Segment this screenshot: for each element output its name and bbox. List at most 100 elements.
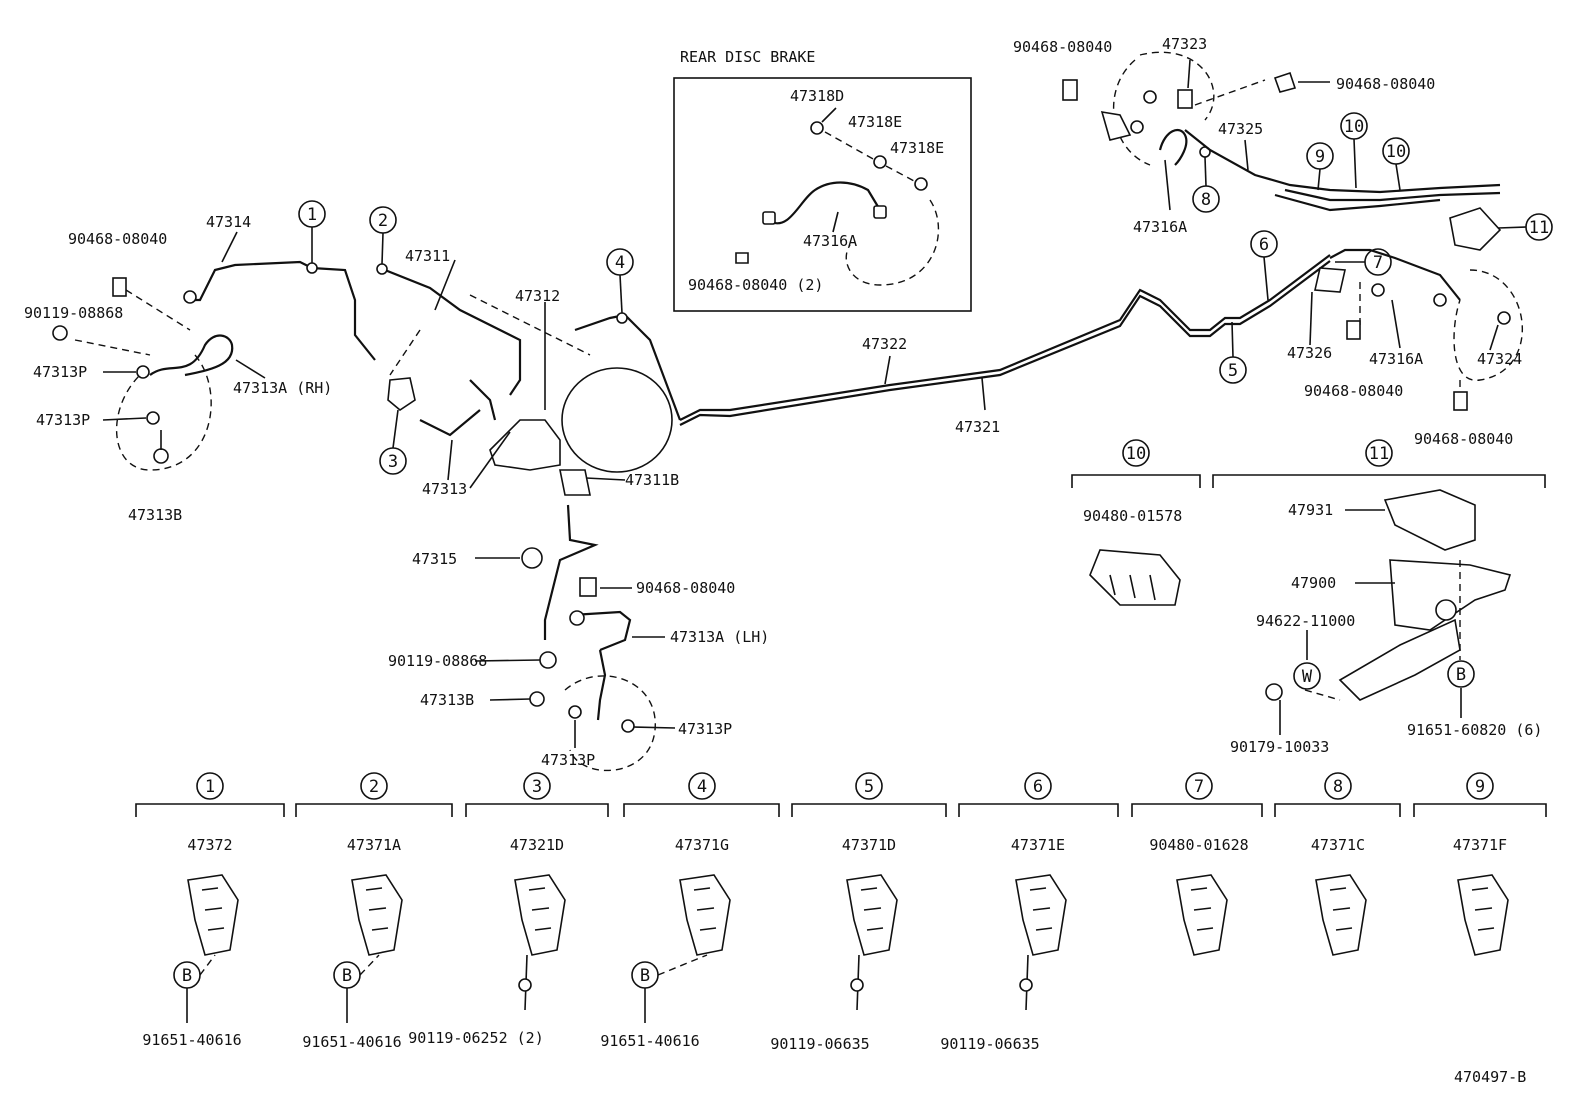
label-47311: 47311 [405, 247, 450, 265]
label-47313: 47313 [422, 480, 467, 498]
svg-text:2: 2 [378, 211, 388, 231]
circle-b-letter: B [182, 966, 192, 986]
label-47314: 47314 [206, 213, 251, 231]
circle-b-letter: B [640, 966, 650, 986]
line-47321 [679, 260, 1331, 426]
svg-text:10: 10 [1126, 444, 1146, 464]
bottom-sub-part: 91651-40616 [302, 1033, 401, 1051]
caliper-outline-rear [1453, 269, 1524, 381]
caliper-outline-lh [564, 675, 656, 772]
svg-text:9: 9 [1315, 147, 1325, 167]
bottom-parts-row: 147372B91651-40616247371AB91651-40616347… [135, 772, 1547, 1053]
label-47322: 47322 [862, 335, 907, 353]
svg-text:8: 8 [1201, 190, 1211, 210]
dash-master [389, 294, 591, 376]
bottom-marker-number: 5 [864, 777, 874, 797]
marker-2: 2 [369, 206, 397, 265]
bottom-part-number: 47371C [1311, 836, 1365, 854]
master-cylinder-assembly: 47311 47312 47313 47311B 47315 90468-080… [376, 247, 769, 772]
inset-hose [770, 181, 881, 225]
marker-9: 9 [1306, 142, 1334, 191]
bracket-47326 [1314, 267, 1346, 293]
bracket-47931 [1383, 489, 1476, 551]
label-47323: 47323 [1162, 35, 1207, 53]
bottom-sub-part: 90119-06252 (2) [408, 1029, 543, 1047]
marker-11: 11 [1497, 213, 1553, 241]
label-47313A-RH: 47313A (RH) [233, 379, 332, 397]
bottom-marker-circle [688, 772, 716, 800]
line-47315 [543, 504, 632, 652]
bottom-marker-number: 9 [1475, 777, 1485, 797]
marker-4: 4 [606, 248, 634, 314]
label-90468-08040-e: 90468-08040 [1336, 75, 1435, 93]
front-rh-assembly: 90468-08040 47314 90119-08868 47313P 473… [24, 213, 376, 524]
label-94622-11000: 94622-11000 [1256, 612, 1355, 630]
bottom-sub-part: 91651-40616 [600, 1032, 699, 1050]
label-47325: 47325 [1218, 120, 1263, 138]
line-47314 [186, 260, 376, 361]
marker-10a: 10 [1340, 112, 1368, 189]
bracket-detail-11 [1212, 474, 1546, 488]
label-47313P-d: 47313P [541, 751, 595, 769]
bottom-marker-circle [1324, 772, 1352, 800]
rear-disc-brake-inset: REAR DISC BRAKE 47318D 47318E 47318E 473… [673, 48, 972, 312]
label-90468-08040-f: 90468-08040 [1304, 382, 1403, 400]
marker-10-detail: 10 [1122, 439, 1150, 467]
bottom-part-number: 47371D [842, 836, 896, 854]
bottom-part-number: 47371E [1011, 836, 1065, 854]
svg-text:1: 1 [307, 205, 317, 225]
inset-caliper-outline [845, 199, 940, 286]
label-47318E-b: 47318E [890, 139, 944, 157]
diagram-id: 470497-B [1454, 1068, 1526, 1086]
inset-frame [673, 77, 972, 312]
inset-gasket-b [914, 177, 928, 191]
bottom-part-shape [1457, 874, 1509, 956]
dash-rh [74, 289, 191, 356]
callout-markers: 1 2 3 4 5 6 7 8 9 10 10 11 10 11 [298, 112, 1553, 475]
bottom-marker-circle [360, 772, 388, 800]
label-47324: 47324 [1477, 350, 1522, 368]
bottom-marker-number: 6 [1033, 777, 1043, 797]
circle-w [1293, 662, 1321, 690]
inset-title: REAR DISC BRAKE [680, 48, 815, 66]
circle-b-letter: B [342, 966, 352, 986]
label-91651-60820: 91651-60820 (6) [1407, 721, 1542, 739]
bottom-part-number: 47371G [675, 836, 729, 854]
bottom-marker-number: 8 [1333, 777, 1343, 797]
bottom-marker-circle [1185, 772, 1213, 800]
bottom-marker-circle [855, 772, 883, 800]
label-47311B: 47311B [625, 471, 679, 489]
bottom-sub-part: 90119-06635 [940, 1035, 1039, 1053]
bottom-marker-number: 2 [369, 777, 379, 797]
inset-bolt [810, 121, 824, 135]
marker-10b: 10 [1382, 137, 1410, 191]
inset-hose-end-right [873, 205, 887, 219]
marker-3: 3 [379, 409, 407, 475]
inset-hose-end-left [762, 211, 776, 225]
label-47315: 47315 [412, 550, 457, 568]
label-90468-08040-a: 90468-08040 [68, 230, 167, 248]
hose-47316A-rear [1329, 248, 1461, 301]
bottom-sub-part: 91651-40616 [142, 1031, 241, 1049]
clip-90468-g [1453, 391, 1468, 411]
bracket-11 [1449, 207, 1502, 251]
label-90468-08040-d: 90468-08040 [1013, 38, 1112, 56]
svg-text:7: 7 [1373, 253, 1383, 273]
bottom-part-4: 4 47371G B 91651-40616 [600, 772, 780, 1050]
bottom-part-shape [187, 874, 239, 956]
marker-5: 5 [1219, 321, 1247, 384]
brake-booster [561, 367, 673, 473]
label-47313P-a: 47313P [33, 363, 87, 381]
clip-90468-a [112, 277, 127, 297]
label-47312: 47312 [515, 287, 560, 305]
bottom-part-number: 47371F [1453, 836, 1507, 854]
bottom-marker-number: 4 [697, 777, 707, 797]
label-47326: 47326 [1287, 344, 1332, 362]
bottom-part-8: 8 47371C [1274, 772, 1401, 956]
line-47322 [679, 254, 1331, 421]
caliper-outline-rh [115, 354, 212, 471]
bottom-part-9: 9 47371F [1413, 772, 1547, 956]
